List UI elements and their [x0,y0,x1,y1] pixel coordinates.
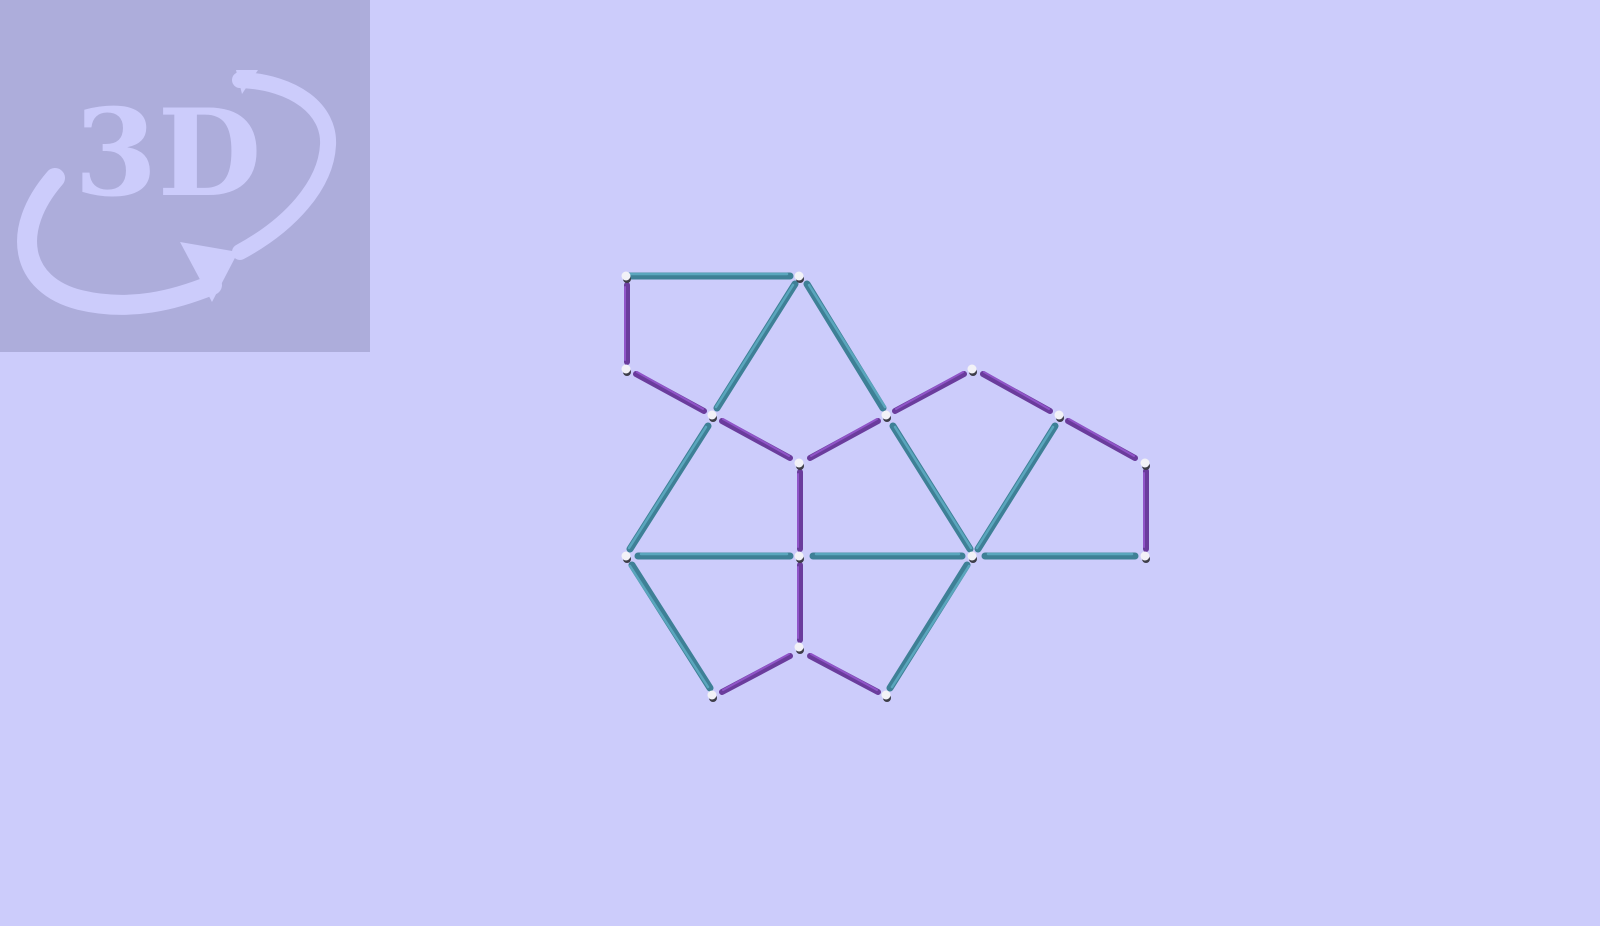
purple-edges [624,282,1149,695]
joint[interactable] [621,364,632,377]
edge[interactable] [807,653,881,695]
joint[interactable] [794,458,805,471]
purple-highlights [624,286,1145,691]
3d-label: 3D [74,83,262,224]
edge[interactable] [892,371,967,414]
joint[interactable] [1140,551,1151,564]
teal-edges [623,272,1139,692]
joint[interactable] [1140,458,1151,471]
edge[interactable] [807,418,881,461]
joint[interactable] [794,271,805,284]
joint[interactable] [707,410,718,423]
edge[interactable] [1065,418,1138,461]
joint[interactable] [967,364,978,377]
joint[interactable] [621,271,632,284]
joint[interactable] [1054,410,1065,423]
edge[interactable] [719,653,793,695]
rotate-3d-icon: 3D [17,70,337,315]
joint[interactable] [794,551,805,564]
joint[interactable] [707,690,718,703]
teal-highlights [627,272,1134,689]
3d-view-toggle-button[interactable]: 3D [0,0,370,352]
edge[interactable] [633,371,707,414]
edge[interactable] [628,561,714,692]
joint[interactable] [794,642,805,655]
joint[interactable] [621,551,632,564]
edge[interactable] [886,561,971,692]
edge[interactable] [803,280,887,412]
joint[interactable] [881,690,892,703]
joints [621,271,1151,703]
joint[interactable] [967,551,978,564]
edge[interactable] [719,418,793,461]
joint[interactable] [881,410,892,423]
edge[interactable] [980,371,1053,414]
